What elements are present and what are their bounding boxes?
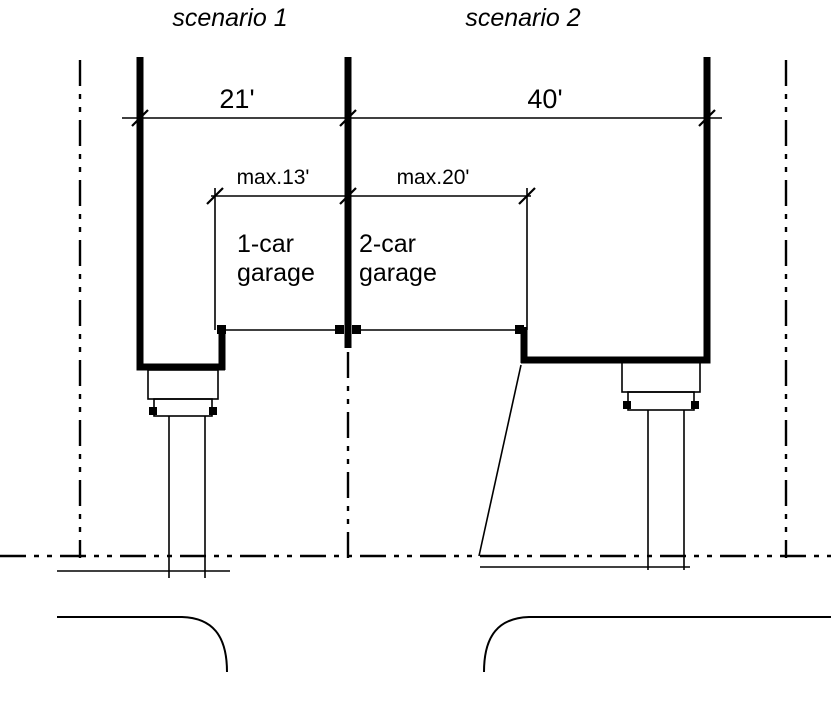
- s2-garage-label-line2: garage: [359, 259, 437, 287]
- lot-dim-tick-center: [339, 109, 357, 127]
- lot-dim-tick-left: [131, 109, 149, 127]
- s1-garage-label-line1: 1-car: [237, 230, 294, 258]
- s2-stoop-upper: [621, 361, 701, 393]
- scenario1-title: scenario 1: [172, 4, 287, 32]
- s1-stoop-lower: [153, 398, 213, 417]
- s1-stoop-nub-left: [149, 407, 157, 415]
- curb-return-left: [57, 616, 228, 673]
- s2-garage-label-line1: 2-car: [359, 230, 416, 258]
- garage-dim-tick-center: [339, 187, 357, 205]
- s1-garage-max-label: max.13': [237, 166, 310, 189]
- s2-lot-width-label: 40': [527, 84, 562, 114]
- s1-lot-width-label: 21': [219, 84, 254, 114]
- s2-stoop-nub-right: [691, 401, 699, 409]
- s1-jamb-nub: [217, 325, 226, 334]
- s2-stoop-nub-left: [623, 401, 631, 409]
- s2-stoop-lower: [627, 391, 695, 411]
- s2-jamb-nub: [515, 325, 524, 334]
- s1-stoop-upper: [147, 369, 219, 400]
- s2-driveway-flare-line: [478, 364, 522, 557]
- s1-stoop-nub-right: [209, 407, 217, 415]
- s1-garage-label-line2: garage: [237, 259, 315, 287]
- s1-centerwall-nub: [335, 325, 344, 334]
- s2-garage-max-label: max.20': [397, 166, 470, 189]
- scenario2-title: scenario 2: [465, 4, 580, 32]
- lot-dim-tick-right: [698, 109, 716, 127]
- s2-centerwall-nub: [352, 325, 361, 334]
- curb-return-right: [483, 616, 831, 673]
